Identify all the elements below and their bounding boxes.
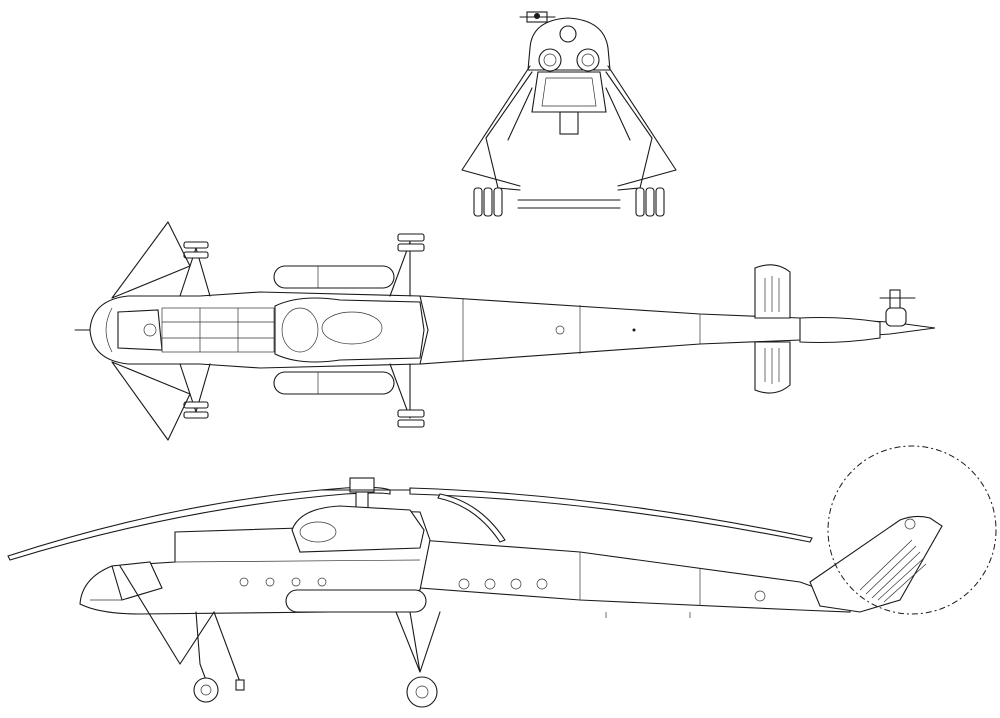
top-view bbox=[74, 221, 936, 441]
front-right-strut bbox=[605, 71, 653, 191]
top-gear-struts-lower bbox=[179, 363, 411, 419]
front-rotor-head bbox=[519, 11, 556, 23]
top-tail-boom bbox=[419, 295, 936, 365]
right-intake bbox=[576, 48, 600, 72]
front-bracing bbox=[461, 65, 677, 187]
top-fuel-tank-left bbox=[273, 265, 395, 289]
front-chin bbox=[559, 111, 579, 135]
side-main-wheel bbox=[406, 676, 438, 708]
side-main-gear-strut bbox=[395, 611, 441, 673]
side-main-rotor-blade-rear bbox=[409, 487, 813, 543]
top-engine-deck bbox=[274, 297, 425, 363]
front-exhaust bbox=[559, 25, 577, 43]
top-fuel-tank-right bbox=[273, 371, 395, 395]
top-cockpit bbox=[117, 309, 163, 351]
side-main-rotor-blade-front bbox=[7, 486, 391, 561]
top-gear-struts-upper bbox=[179, 241, 411, 297]
side-tail-boom bbox=[419, 539, 851, 613]
top-cabin-roof bbox=[161, 307, 275, 353]
front-left-wheels bbox=[473, 187, 503, 217]
side-view bbox=[7, 445, 997, 708]
side-tail-rotor-disc bbox=[827, 445, 997, 615]
side-cockpit-window bbox=[111, 561, 163, 601]
front-cockpit bbox=[531, 71, 607, 113]
top-tail-rotor bbox=[879, 289, 916, 327]
side-nose-gear-strut bbox=[195, 611, 241, 683]
left-intake bbox=[538, 48, 562, 72]
side-tail-fin bbox=[809, 515, 943, 613]
side-fin-ribs bbox=[859, 539, 927, 603]
side-fuel-tank bbox=[285, 589, 427, 613]
side-engine-nacelle bbox=[291, 505, 425, 553]
side-brace bbox=[119, 565, 215, 665]
side-nose-wheel bbox=[193, 677, 219, 703]
front-view bbox=[461, 11, 677, 217]
front-right-wheels bbox=[635, 187, 665, 217]
top-wheel bbox=[183, 241, 209, 249]
top-brace-lower bbox=[111, 361, 191, 441]
top-stabilizer-upper bbox=[754, 264, 791, 319]
top-stabilizer-lower bbox=[754, 341, 791, 394]
front-left-strut bbox=[485, 71, 533, 191]
side-windows bbox=[239, 577, 548, 590]
top-brace-upper bbox=[111, 221, 191, 299]
